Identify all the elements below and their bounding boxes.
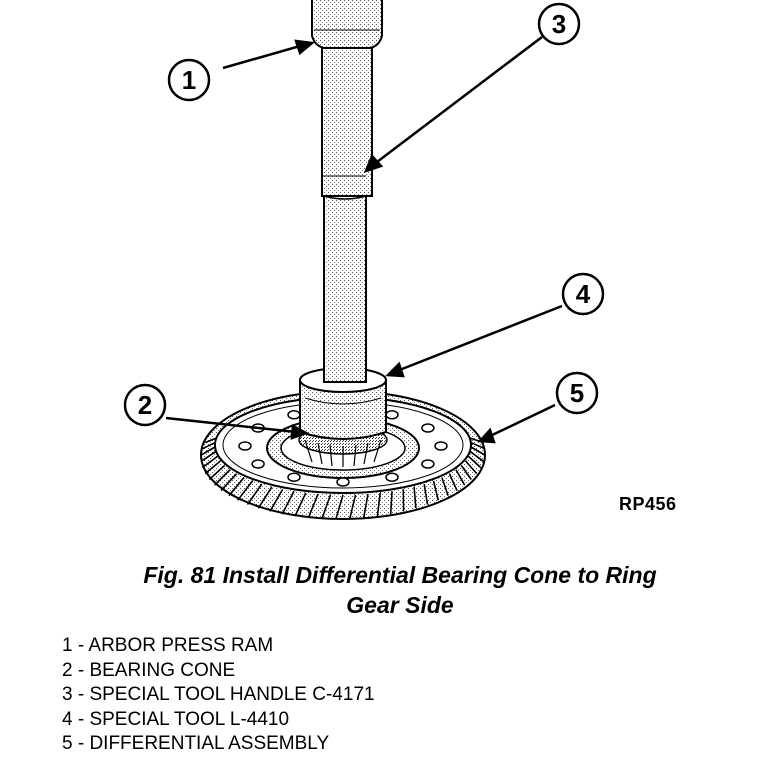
legend-item-4: 4 - SPECIAL TOOL L-4410 (62, 708, 290, 730)
callout-1: 1 (167, 58, 211, 102)
parts-legend: 1 - ARBOR PRESS RAM 2 - BEARING CONE 3 -… (62, 634, 375, 757)
figure-caption: Fig. 81 Install Differential Bearing Con… (60, 560, 740, 620)
svg-text:1: 1 (182, 65, 196, 95)
svg-text:5: 5 (570, 378, 584, 408)
legend-item-5: 5 - DIFFERENTIAL ASSEMBLY (62, 733, 330, 754)
legend-item-3: 3 - SPECIAL TOOL HANDLE C-4171 (62, 684, 375, 705)
svg-text:2: 2 (138, 390, 152, 420)
caption-line-2: Gear Side (346, 592, 454, 618)
caption-line-1: Fig. 81 Install Differential Bearing Con… (143, 562, 657, 588)
special-tool-handle-c-4171 (321, 45, 373, 383)
svg-text:4: 4 (576, 279, 591, 309)
figure-code: RP456 (619, 494, 677, 514)
press-illustration: 1 3 4 2 5 (123, 0, 605, 520)
svg-text:3: 3 (552, 9, 566, 39)
leader-lines (165, 36, 563, 444)
bolt-holes (238, 405, 448, 487)
callout-2: 2 (123, 383, 167, 427)
callout-4: 4 (561, 272, 605, 316)
legend-item-2: 2 - BEARING CONE (62, 659, 236, 681)
callout-3: 3 (537, 2, 581, 46)
callout-5: 5 (555, 371, 599, 415)
legend-item-1: 1 - ARBOR PRESS RAM (62, 635, 274, 656)
arbor-press-ram (311, 0, 383, 49)
